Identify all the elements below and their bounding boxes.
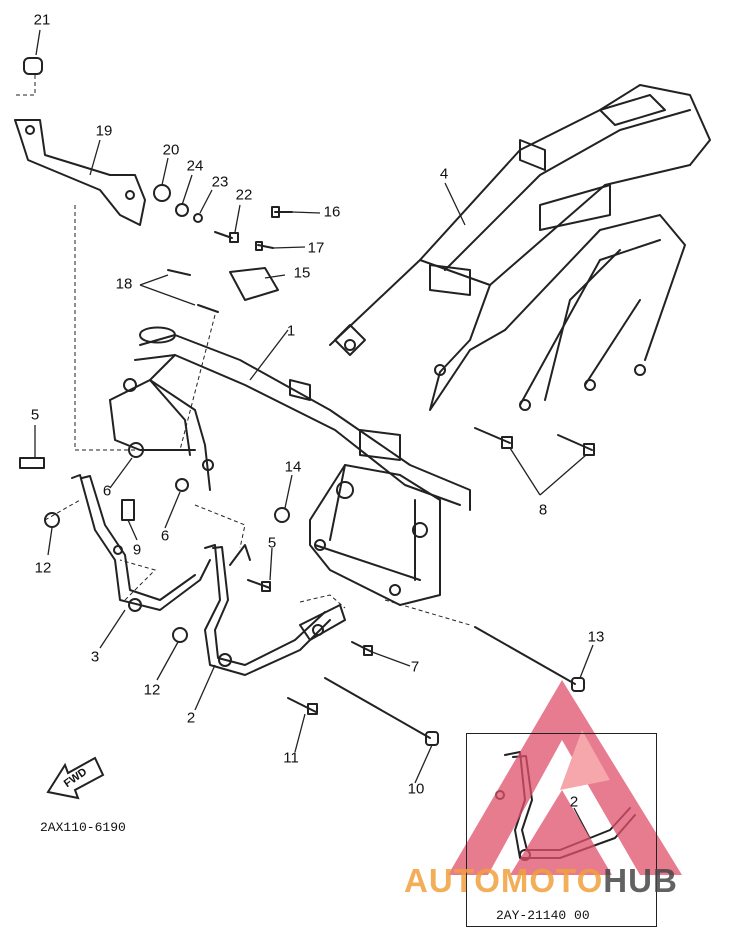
front-downtube-left <box>71 474 211 612</box>
callout-19: 19 <box>95 122 113 140</box>
callout-9: 9 <box>132 541 142 559</box>
callout-leaders <box>34 29 594 839</box>
callout-12-right: 12 <box>143 681 161 699</box>
callout-23: 23 <box>211 173 229 191</box>
watermark-part2: HUB <box>603 862 678 899</box>
callout-7: 7 <box>410 658 420 676</box>
callout-10: 10 <box>407 780 425 798</box>
callout-24: 24 <box>186 157 204 175</box>
main-frame <box>109 326 471 606</box>
callout-8: 8 <box>538 501 548 519</box>
dashed-leaders <box>15 75 471 626</box>
callout-5-right: 5 <box>267 534 277 552</box>
bolt-13-head <box>571 677 585 692</box>
callout-14: 14 <box>284 458 302 476</box>
callout-11: 11 <box>283 749 299 767</box>
callout-20: 20 <box>162 141 180 159</box>
callout-5-left: 5 <box>30 406 40 424</box>
hardware-parts <box>19 57 595 715</box>
watermark: AUTOMOTOHUB <box>404 862 678 900</box>
callout-17: 17 <box>307 239 325 257</box>
callout-3: 3 <box>90 648 100 666</box>
watermark-part1: AUTOMOTO <box>404 862 604 899</box>
bolt-10 <box>324 677 431 739</box>
triangle-logo-icon <box>448 680 682 875</box>
callout-4: 4 <box>439 165 449 183</box>
inset-code: 2AY-21140 00 <box>496 908 590 923</box>
callout-21: 21 <box>33 11 51 29</box>
callout-18: 18 <box>115 275 133 293</box>
inset-box <box>466 733 657 927</box>
callout-2-inset: 2 <box>569 793 579 811</box>
callout-1: 1 <box>286 322 296 340</box>
callout-2: 2 <box>186 709 196 727</box>
callout-22: 22 <box>235 186 253 204</box>
callout-16: 16 <box>323 203 341 221</box>
bolt-13 <box>474 626 576 685</box>
callout-15: 15 <box>293 264 311 282</box>
drawing-code: 2AX110-6190 <box>40 820 126 835</box>
callout-6-right: 6 <box>160 527 170 545</box>
forward-arrow-icon <box>46 756 105 800</box>
bracket-19 <box>14 119 146 226</box>
bolt-10-head <box>425 731 439 746</box>
callout-6-left: 6 <box>102 482 112 500</box>
front-downtube-right <box>204 544 346 676</box>
callout-13: 13 <box>587 628 605 646</box>
rear-subframe <box>329 84 711 411</box>
callout-12-left: 12 <box>34 559 52 577</box>
